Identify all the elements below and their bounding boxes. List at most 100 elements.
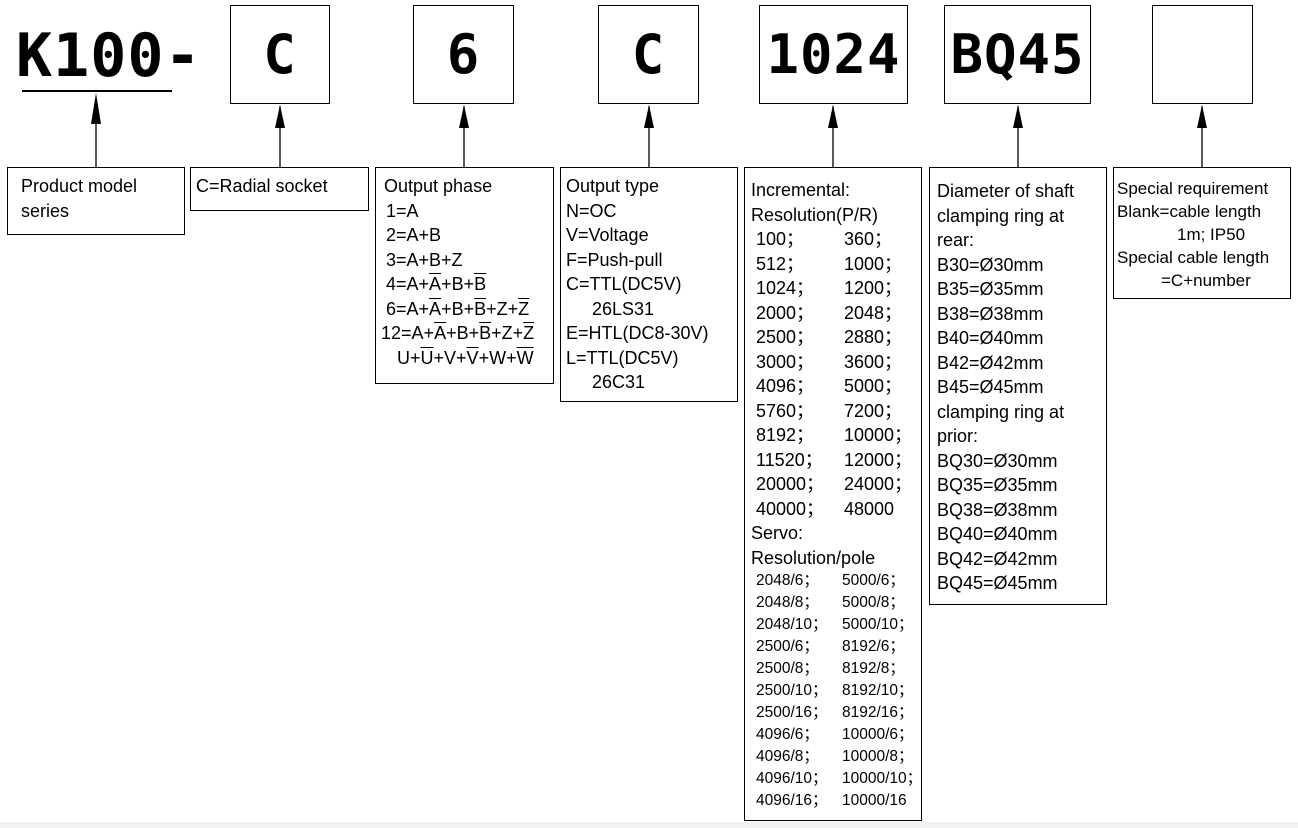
shaft-option: clamping ring at [937,205,1065,226]
shaft-option: B42=Ø42mm [937,352,1044,373]
arrowhead-output-phase [459,105,469,128]
resolution-value: 24000； [844,474,913,494]
resolution-value: 1200； [844,278,903,298]
resolution-value: 4096/10； [756,770,828,787]
resolution-box: Incremental: Resolution(P/R) 100；360；512… [744,167,922,821]
code-box-output-phase: 6 [413,5,514,104]
product-model-line-1: Product model [21,176,138,196]
resolution-value: 5000/10； [842,616,914,633]
shaft-option: rear: [937,230,975,250]
complement-signal: A [434,323,447,343]
code-box-output-type: C [598,5,699,104]
resolution-row: 3000；3600； [750,350,915,375]
resolution-value: 512； [756,253,805,274]
resolution-value: 4096/16； [756,792,828,809]
output-type-ttl-2: L=TTL(DC5V) [566,347,679,368]
code-box-socket: C [230,5,330,104]
incremental-subtitle: Resolution(P/R) [751,204,879,225]
complement-signal: A [429,298,442,319]
output-type-voltage: V=Voltage [566,225,649,245]
shaft-option: Diameter of shaft [937,181,1075,201]
resolution-value: 3600； [844,351,903,372]
phase-separator: +V+ [433,347,467,368]
complement-signal: B [474,298,487,319]
phase-code: 3=A+B+Z [386,249,463,270]
arrowhead-resolution [828,105,838,128]
code-box-special [1152,5,1253,104]
resolution-value: 1000； [844,253,903,274]
resolution-value: 2000； [756,302,815,323]
resolution-row: 5760；7200； [750,399,915,424]
special-blank-detail: 1m; IP50 [1177,225,1246,244]
resolution-row: 2500/16； 8192/16； [750,702,915,724]
arrowhead-output-type [644,105,654,128]
shaft-list: Diameter of shaft clamping ring at rear: B3… [937,179,1100,596]
resolution-value: 40000； [756,498,825,519]
shaft-option: BQ40=Ø40mm [937,524,1058,544]
resolution-value: 5760； [756,400,815,421]
code-box-shaft: BQ45 [944,5,1091,104]
resolution-row: 100；360； [750,227,915,252]
special-cable-formula: =C+number [1161,271,1251,290]
shaft-option: B38=Ø38mm [937,303,1044,324]
resolution-value: 8192/16； [842,704,914,721]
resolution-value: 48000 [844,498,895,519]
phase-code: 12=A+ [381,323,435,343]
resolution-row: 11520；12000； [750,448,915,473]
resolution-value: 2500/16； [756,704,828,721]
model-code: K100- [16,21,202,91]
output-phase-item: 3=A+B+Z [381,248,547,273]
resolution-value: 10000； [844,425,913,445]
complement-signal: V [466,347,479,368]
resolution-value: 5000； [844,376,903,396]
resolution-value: 2048/10； [756,616,828,633]
shaft-option: BQ35=Ø35mm [937,475,1058,495]
output-phase-item: 1=A [381,199,547,224]
resolution-row: 2500/10；8192/10； [750,680,915,702]
complement-signal: Z [518,298,530,319]
resolution-row: 4096/6；10000/6； [750,724,915,746]
incremental-resolution-list: 100；360；512；1000；1024；1200；2000；2048；250… [750,227,915,521]
bottom-strip [0,822,1298,828]
resolution-value: 10000/10； [842,770,923,787]
phase-separator: +B+ [441,274,475,294]
arrowhead-special [1197,105,1207,128]
shaft-option: B45=Ø45mm [937,377,1044,397]
complement-signal: U [420,347,434,368]
complement-signal: Z [523,323,535,343]
resolution-row: 2500/8；8192/8； [750,658,915,680]
resolution-row: 4096/16；10000/16 [750,790,915,812]
resolution-value: 8192/6； [842,638,905,655]
servo-title: Servo: [751,523,804,543]
complement-signal: W [516,347,534,368]
phase-code: 6=A+ [386,298,430,319]
complement-signal: B [479,323,492,343]
servo-subtitle: Resolution/pole [751,547,876,568]
resolution-row: 8192；10000； [750,423,915,448]
complement-signal: A [429,274,442,294]
resolution-value: 100； [756,229,805,249]
arrowhead-model [91,93,101,124]
phase-code: 2=A+B [386,225,442,245]
resolution-row: 2048/6；5000/6； [750,570,915,592]
output-phase-item: 12=A+A+B+B+Z+Z [381,321,547,346]
special-blank: Blank=cable length [1117,202,1262,221]
output-type-ttl-2-chip: 26C31 [592,372,646,392]
special-box: Special requirement Blank=cable length 1… [1113,167,1291,299]
output-type-oc: N=OC [566,200,617,221]
resolution-row: 40000； 48000 [750,497,915,522]
output-phase-item: 6=A+A+B+B+Z+Z [381,297,547,322]
phase-separator: +B+ [446,323,480,343]
product-model-line-2: series [21,200,70,221]
resolution-value: 8192/8； [842,660,905,677]
shaft-option: B40=Ø40mm [937,328,1044,348]
phase-separator: +Z+ [491,323,524,343]
output-phase-item: U+U+V+V+W+W [381,346,547,371]
socket-line: C=Radial socket [196,176,328,196]
shaft-option: clamping ring at [937,401,1065,422]
resolution-value: 5000/8； [842,594,905,611]
resolution-row: 2500/6；8192/6； [750,636,915,658]
output-type-push-pull: F=Push-pull [566,249,663,270]
phase-separator: +Z+ [486,298,519,319]
